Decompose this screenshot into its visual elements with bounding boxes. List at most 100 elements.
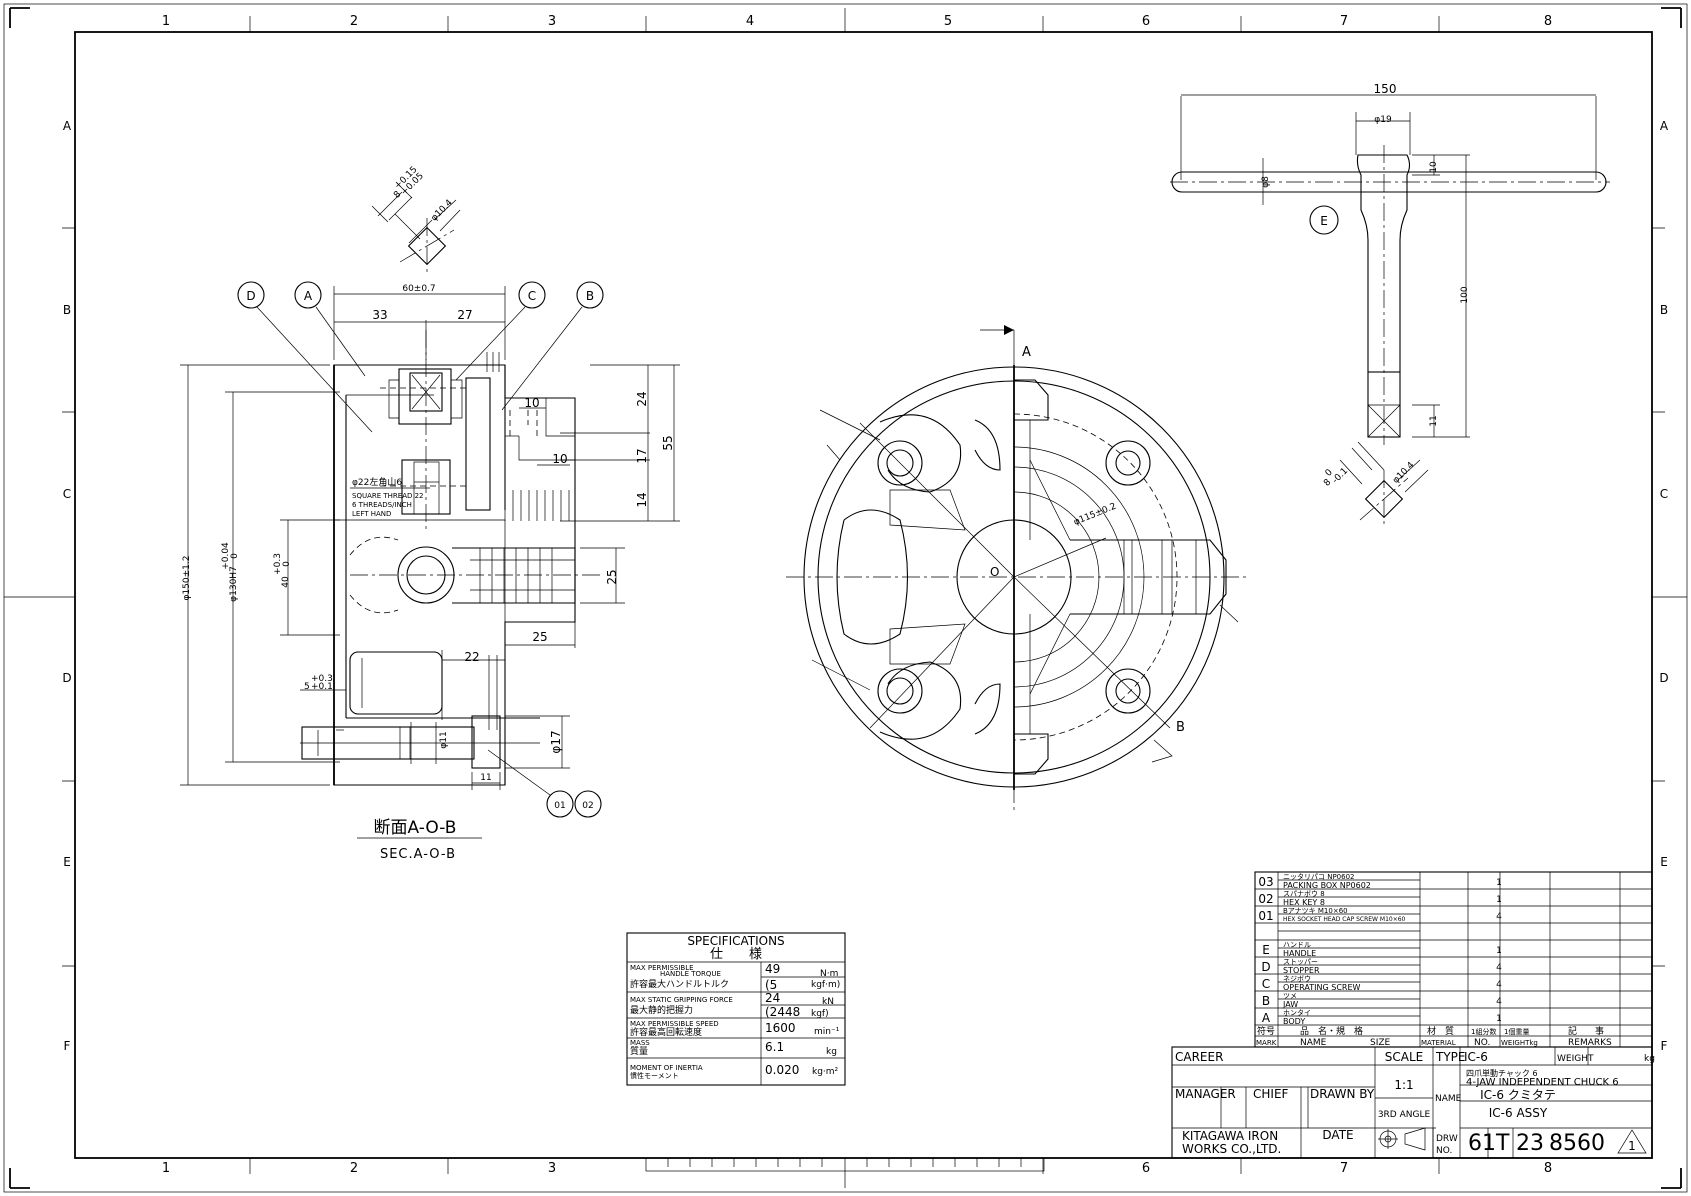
spec-torque-u2: kgf·m) [811, 980, 840, 990]
square-detail: 8 +0.15 +0.05 φ10.4 [371, 165, 461, 276]
part-mark-02: 02 [1258, 892, 1273, 906]
col-label: 3 [548, 1161, 556, 1176]
dim-40: 40 [281, 576, 291, 588]
row-label: C [1660, 487, 1668, 501]
header-name-jp: 品 名・規 格 [1300, 1025, 1363, 1037]
column-labels: 1 2 3 4 5 6 7 8 1 2 3 6 7 8 [162, 14, 1552, 1176]
tb-name-2: IC-6 クミタテ [1480, 1088, 1556, 1102]
handle-h11: 11 [1429, 415, 1439, 426]
col-label: 7 [1340, 14, 1348, 29]
part-mark-b: B [1262, 994, 1270, 1008]
dim-5-up: +0.3 [311, 674, 333, 684]
part-jp-a: ホンタイ [1283, 1008, 1311, 1017]
front-view: A B O φ115±0.2 [786, 325, 1250, 810]
pcd-dim: φ115±0.2 [1072, 502, 1117, 528]
col-label: 1 [162, 14, 170, 29]
spec-torque-en: MAX PERMISSIBLE [630, 964, 694, 972]
title-block: CAREER SCALE 1:1 3RD ANGLE TYPE IC-6 WEI… [1171, 1046, 1655, 1159]
section-balloons: D A C B 01 02 [237, 281, 604, 818]
section-b-label: B [1176, 720, 1185, 735]
part-qty-03: 1 [1496, 878, 1502, 888]
tb-scale: 1:1 [1394, 1078, 1413, 1092]
row-label: D [1659, 671, 1668, 685]
tb-career: CAREER [1175, 1050, 1223, 1064]
part-jp-e: ハンドル [1283, 941, 1311, 949]
section-view [300, 330, 600, 786]
spec-mass-en: MASS [630, 1039, 650, 1047]
spec-speed-u1: min⁻¹ [814, 1027, 840, 1037]
dim-130-low: 0 [230, 553, 240, 559]
handle-balloon-e: E [1320, 214, 1328, 228]
spec-force-v2: (2448 [765, 1005, 800, 1019]
balloon-b: B [586, 289, 594, 303]
row-label: C [63, 487, 71, 501]
tb-type: IC-6 [1464, 1050, 1488, 1064]
tb-weight-label: WEIGHT [1557, 1054, 1594, 1064]
tb-manager: MANAGER [1175, 1087, 1236, 1101]
tb-drawn-by: DRAWN BY [1310, 1087, 1375, 1101]
spec-mass-v1: 6.1 [765, 1040, 784, 1054]
tb-company-2: WORKS CO.,LTD. [1182, 1142, 1281, 1156]
balloon-c: C [528, 289, 536, 303]
row-label: F [64, 1039, 71, 1053]
sq-size: 8 [392, 189, 403, 200]
part-qty-b: 4 [1496, 997, 1502, 1007]
center-o-label: O [990, 565, 999, 579]
dim-130-up: +0.04 [221, 542, 231, 570]
spec-torque-v1: 49 [765, 962, 780, 976]
part-jp-b: ツメ [1283, 992, 1297, 1000]
dim-40-low: 0 [282, 561, 292, 567]
dim-10b: 10 [552, 452, 567, 466]
part-jp-02: スパナボウ 8 [1283, 890, 1325, 898]
thread-en-3: LEFT HAND [352, 510, 391, 518]
col-label: 6 [1142, 1161, 1150, 1176]
header-mark-jp: 符号 [1257, 1025, 1275, 1037]
col-label: 4 [746, 14, 754, 29]
tb-chief: CHIEF [1253, 1087, 1289, 1101]
parts-list: 03 ニッタリパコ NP0602 PACKING BOX NP0602 1 02… [1254, 871, 1653, 1048]
dim-5-low: +0.1 [311, 682, 333, 692]
dim-60: 60±0.7 [402, 284, 435, 294]
dim-25w: 25 [532, 630, 547, 644]
tb-drw-label-1: DRW [1436, 1134, 1458, 1144]
tb-weight-unit: kg [1644, 1054, 1655, 1064]
dim-55: 55 [661, 435, 675, 450]
spec-inertia-jp: 慣性モーメント [630, 1071, 679, 1080]
header-material-jp: 材 質 [1427, 1025, 1454, 1037]
row-label: E [63, 855, 71, 869]
dim-33: 33 [372, 308, 387, 322]
dim-40-up: +0.3 [273, 553, 283, 575]
part-en-02: HEX KEY 8 [1283, 898, 1325, 907]
dim-22: 22 [464, 650, 479, 664]
spec-mass-u1: kg [826, 1047, 837, 1057]
spec-inertia-en: MOMENT OF INERTIA [630, 1064, 703, 1072]
header-weight: WEIGHTkg [1501, 1039, 1538, 1047]
part-mark-03: 03 [1258, 875, 1273, 889]
part-en-01: HEX SOCKET HEAD CAP SCREW M10×60 [1283, 916, 1406, 923]
tb-name-en: 4-JAW INDEPENDENT CHUCK 6 [1466, 1077, 1619, 1088]
header-name: NAME [1300, 1038, 1327, 1048]
section-title-jp: 断面A-O-B [374, 818, 457, 838]
part-en-c: OPERATING SCREW [1283, 983, 1361, 992]
tb-scale-label: SCALE [1385, 1050, 1423, 1064]
spec-torque-jp: 許容最大ハンドルトルク [630, 978, 729, 990]
part-qty-d: 4 [1496, 963, 1502, 973]
balloon-01: 01 [554, 801, 565, 811]
spec-inertia-v1: 0.020 [765, 1063, 799, 1077]
header-remarks-jp: 記 事 [1568, 1025, 1604, 1037]
dim-14: 14 [635, 492, 649, 507]
part-en-e: HANDLE [1283, 949, 1316, 958]
dim-27: 27 [457, 308, 472, 322]
part-mark-c: C [1262, 977, 1270, 991]
row-label: A [63, 119, 72, 133]
part-jp-d: ストッパー [1283, 958, 1318, 966]
tb-drw-c: 8560 [1549, 1131, 1605, 1156]
col-label: 8 [1544, 1161, 1552, 1176]
row-label: E [1660, 855, 1668, 869]
part-qty-c: 4 [1496, 980, 1502, 990]
spec-speed-en: MAX PERMISSIBLE SPEED [630, 1020, 719, 1028]
part-en-b: JAW [1282, 1000, 1298, 1009]
spec-force-u2: kgf) [811, 1009, 829, 1019]
spec-torque-u1: N·m [820, 969, 838, 979]
